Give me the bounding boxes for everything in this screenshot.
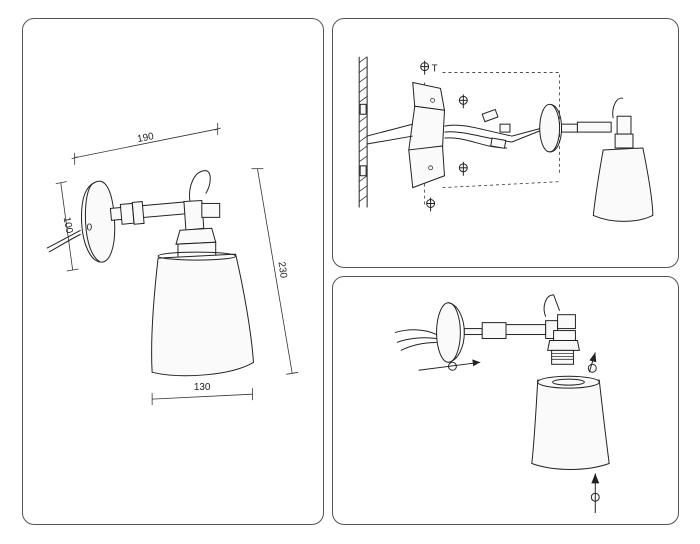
wall-mounting-drawing: T bbox=[358, 56, 654, 222]
socket-assembly bbox=[561, 97, 634, 149]
canopy bbox=[539, 103, 563, 153]
width-dimension bbox=[71, 122, 221, 165]
wiring bbox=[394, 329, 437, 351]
svg-text:T: T bbox=[432, 64, 438, 75]
socket-holder bbox=[175, 170, 221, 261]
power-wire bbox=[46, 229, 81, 249]
screw-icons: T bbox=[420, 60, 468, 212]
lift-arrows bbox=[587, 352, 600, 514]
wall bbox=[358, 56, 368, 208]
socket bbox=[547, 314, 581, 365]
height-label: 230 bbox=[275, 261, 288, 279]
height-dimension bbox=[251, 168, 299, 375]
lamp-shade bbox=[151, 251, 254, 377]
shade-assembly-drawing bbox=[394, 294, 610, 514]
mounting-bracket bbox=[408, 81, 446, 189]
wall-mounting-panel: T bbox=[332, 18, 679, 268]
arm bbox=[109, 201, 190, 225]
depth-label: 100 bbox=[61, 216, 75, 235]
wall-plate bbox=[81, 180, 116, 263]
rotate-arrow bbox=[418, 359, 481, 371]
depth-dimension bbox=[55, 181, 79, 272]
wiring bbox=[444, 108, 542, 149]
svg-text:0: 0 bbox=[87, 222, 93, 233]
dimensions-drawing: 190 100 230 130 bbox=[46, 122, 299, 406]
dimensions-panel: 190 100 230 130 bbox=[22, 18, 324, 525]
width-label: 190 bbox=[136, 131, 155, 145]
shade-dimension bbox=[151, 388, 253, 406]
canopy bbox=[436, 302, 465, 363]
lamp-shade bbox=[592, 147, 654, 222]
arm-and-fittings bbox=[463, 294, 561, 339]
lamp-shade bbox=[531, 375, 610, 470]
shade-diameter-label: 130 bbox=[194, 382, 211, 393]
shade-assembly-panel bbox=[332, 276, 679, 525]
